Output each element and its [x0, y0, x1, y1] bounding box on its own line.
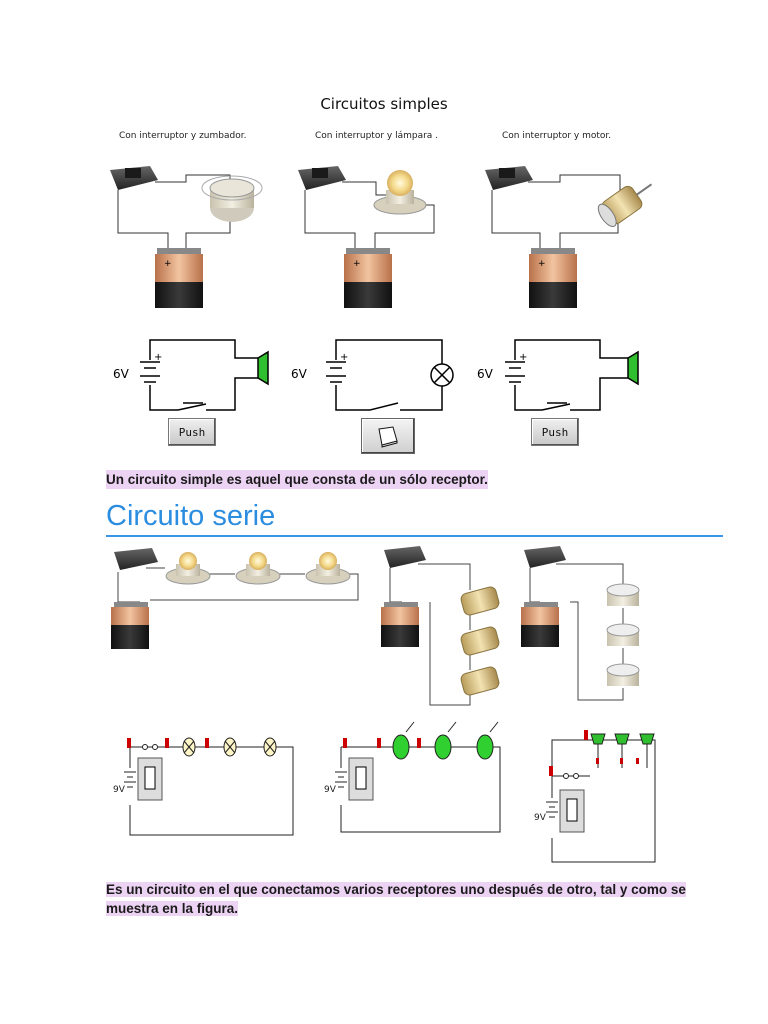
pictorial-motor-circuit: +: [485, 166, 653, 308]
svg-text:+: +: [353, 259, 361, 269]
buzzer-icon: [606, 663, 640, 686]
rocker-switch-icon: [524, 546, 566, 568]
schematic-buzzer: [140, 339, 269, 411]
motor-icon: [460, 586, 500, 616]
svg-text:+: +: [538, 259, 546, 269]
buzzer-symbol-icon: [636, 733, 655, 768]
lamp-icon: [165, 552, 211, 585]
series-circuits-schematic: 9V 9V 9V: [113, 721, 656, 863]
series-schematic-lamps: [124, 737, 294, 836]
battery-icon: [111, 602, 149, 649]
caption-motor: Con interruptor y motor.: [502, 131, 612, 141]
heading-rule: [106, 535, 723, 537]
rocker-switch-icon: [110, 166, 158, 190]
buzzer-icon: [606, 583, 640, 606]
svg-text:+: +: [164, 259, 172, 269]
voltage-label: 9V: [534, 813, 547, 823]
pictorial-lamp-circuit: +: [298, 166, 435, 308]
push-button[interactable]: Push: [168, 418, 216, 446]
lamp-icon: [235, 552, 281, 585]
lamp-symbol-icon: [263, 737, 277, 757]
voltage-label: 6V: [291, 367, 308, 381]
motor-symbol-icon: [434, 721, 457, 760]
series-buzzers-pictorial: [521, 546, 640, 701]
series-motors-pictorial: [381, 546, 500, 706]
simple-circuits-schematic: 6V + 6V + 6V +: [113, 339, 639, 411]
buzzer-symbol-icon: [590, 733, 606, 768]
pictorial-buzzer-circuit: +: [110, 166, 263, 308]
battery-icon: +: [344, 248, 392, 308]
caption-buzzer: Con interruptor y zumbador.: [119, 131, 247, 141]
voltage-label: 9V: [324, 785, 337, 795]
rocker-switch-icon: [114, 548, 158, 570]
toggle-switch-button[interactable]: [361, 418, 415, 454]
series-lamps-pictorial: [111, 548, 359, 649]
rocker-switch-icon: [384, 546, 426, 568]
schematic-lamp: [326, 339, 454, 411]
motor-symbol-icon: [476, 721, 499, 760]
battery-icon: [381, 602, 419, 647]
battery-icon: +: [529, 248, 577, 308]
lamp-symbol-icon: [182, 737, 196, 757]
simple-circuits-pictorial: + + +: [110, 166, 653, 308]
voltage-label: 6V: [113, 367, 130, 381]
rocker-switch-icon: [485, 166, 533, 190]
lamp-symbol-icon: [223, 737, 237, 757]
caption-lamp: Con interruptor y lámpara .: [315, 131, 439, 141]
buzzer-symbol-icon: [614, 733, 630, 768]
figure-title: Circuitos simples: [320, 95, 448, 113]
svg-text:+: +: [154, 352, 162, 363]
series-circuit-definition: Es un circuito en el que conectamos vari…: [106, 882, 686, 916]
schematic-buzzer-2: [505, 339, 639, 411]
series-circuits-pictorial: [111, 546, 640, 706]
motor-symbol-icon: [392, 721, 415, 760]
svg-text:+: +: [519, 352, 527, 363]
lamp-icon: [305, 552, 351, 585]
series-definition-block: Es un circuito en el que conectamos vari…: [106, 880, 716, 918]
motor-icon: [460, 626, 500, 656]
voltage-label: 6V: [477, 367, 494, 381]
motor-icon: [460, 666, 500, 696]
push-button-2[interactable]: Push: [531, 418, 579, 446]
voltage-label: 9V: [113, 785, 126, 795]
battery-icon: [521, 602, 559, 647]
battery-icon: +: [155, 248, 203, 308]
series-heading: Circuito serie: [106, 500, 276, 532]
series-schematic-buzzers: [546, 730, 656, 863]
motor-icon: [597, 183, 653, 228]
lamp-icon: [373, 170, 427, 215]
buzzer-icon: [606, 623, 640, 646]
rocker-switch-icon: [298, 166, 346, 190]
buzzer-icon: [201, 175, 263, 222]
simple-circuit-definition: Un circuito simple es aquel que consta d…: [106, 470, 488, 489]
svg-text:+: +: [340, 352, 348, 363]
series-schematic-motors: [335, 721, 501, 833]
